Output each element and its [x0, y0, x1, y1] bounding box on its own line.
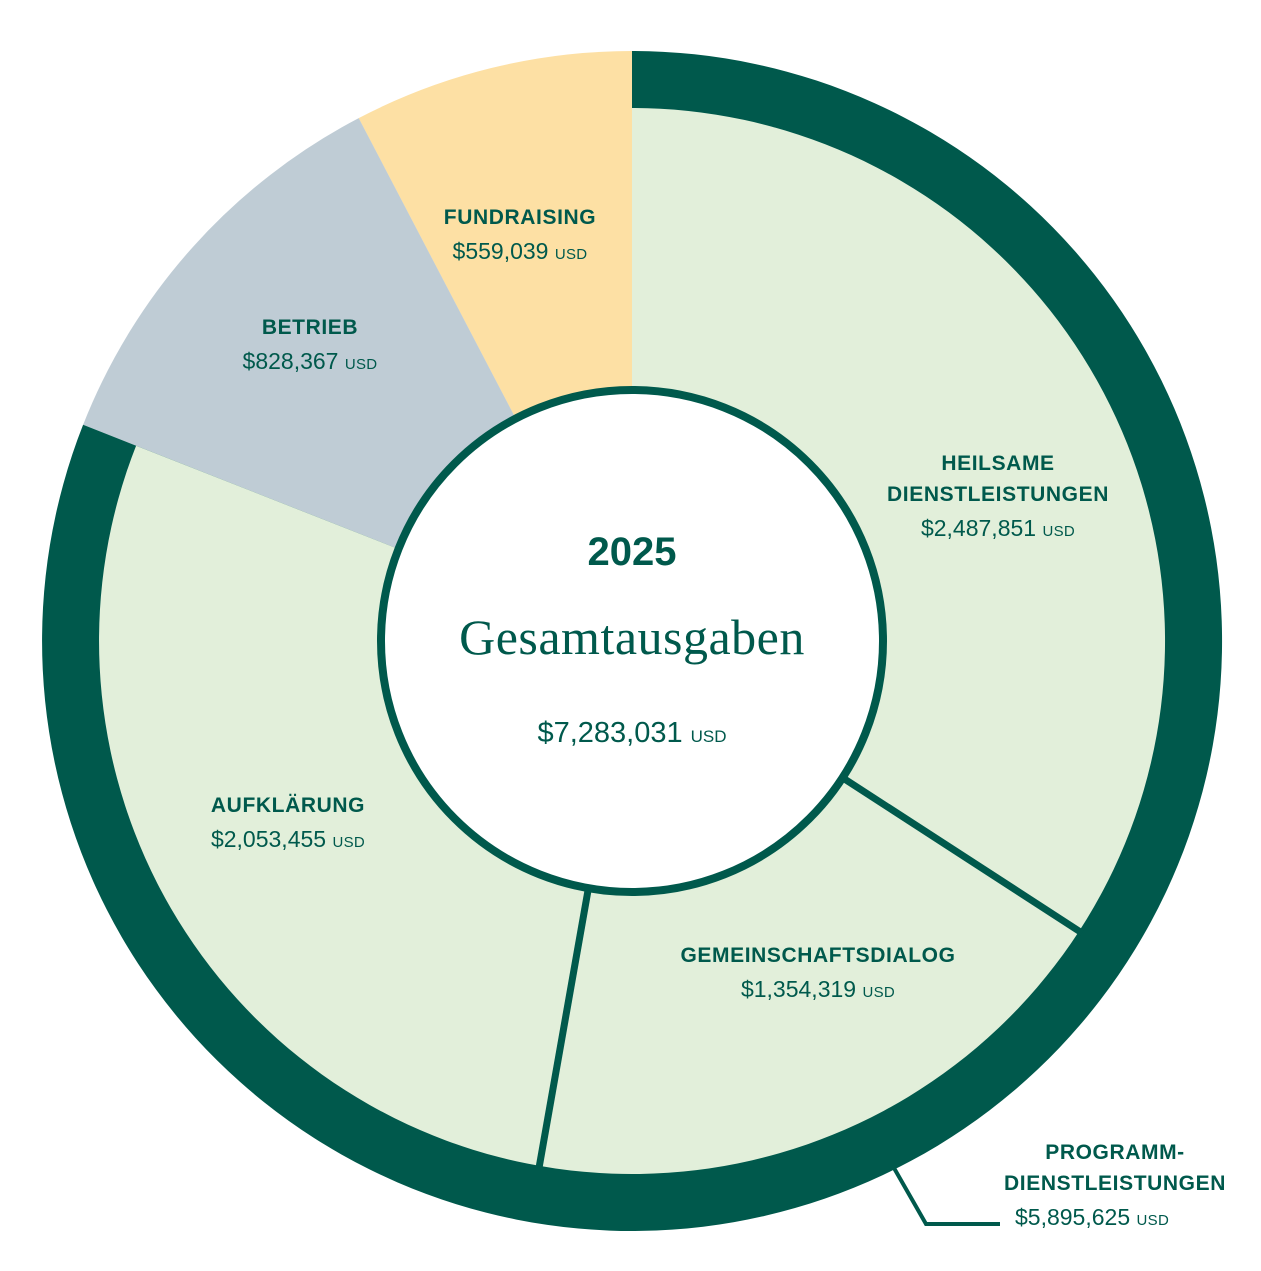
amount-value: $5,895,625: [1015, 1204, 1131, 1230]
label-fundraising: FUNDRAISING $559,039 USD: [400, 202, 640, 273]
segment-amount: $559,039 USD: [400, 233, 640, 273]
divider-gemeinschaft-aufklaerung: [535, 887, 592, 1169]
total-amount: $7,283,031: [537, 717, 683, 749]
segment-name: AUFKLÄRUNG: [210, 794, 366, 817]
amount-currency: USD: [332, 834, 366, 851]
segment-amount: $828,367 USD: [190, 343, 430, 383]
total-currency: USD: [690, 727, 727, 746]
group-name-line2: DIENSTLEISTUNGEN: [1004, 1172, 1226, 1195]
segment-name: BETRIEB: [261, 316, 359, 339]
center-circle: [377, 386, 887, 896]
group-name-line1: PROGRAMM-: [1045, 1141, 1185, 1164]
amount-value: $559,039: [452, 238, 549, 264]
amount-value: $2,487,851: [920, 515, 1037, 541]
amount-currency: USD: [554, 246, 588, 263]
center-year: 2025: [587, 530, 677, 574]
segment-name: GEMEINSCHAFTSDIALOG: [680, 944, 956, 967]
segment-name: FUNDRAISING: [443, 206, 597, 229]
segment-name-line1: HEILSAME: [941, 452, 1055, 475]
program-leader-line: [892, 1167, 1000, 1226]
amount-value: $828,367: [242, 348, 339, 374]
group-amount: $5,895,625 USD: [965, 1199, 1261, 1239]
label-gemeinschaftsdialog: GEMEINSCHAFTSDIALOG $1,354,319 USD: [638, 940, 998, 1011]
segment-amount: $1,354,319 USD: [638, 971, 998, 1011]
center-total: $7,283,031 USD: [432, 717, 832, 750]
amount-value: $1,354,319: [740, 976, 857, 1002]
amount-value: $2,053,455: [210, 826, 327, 852]
segment-amount: $2,487,851 USD: [848, 510, 1148, 550]
label-aufklaerung: AUFKLÄRUNG $2,053,455 USD: [168, 790, 408, 861]
divider-heilsame-gemeinschaft: [840, 774, 1084, 936]
amount-currency: USD: [1042, 523, 1076, 540]
amount-currency: USD: [1136, 1212, 1170, 1229]
label-heilsame-dienstleistungen: HEILSAME DIENSTLEISTUNGEN $2,487,851 USD: [848, 448, 1148, 550]
label-programmdienstleistungen: PROGRAMM- DIENSTLEISTUNGEN $5,895,625 US…: [965, 1137, 1261, 1239]
segment-amount: $2,053,455 USD: [168, 821, 408, 861]
amount-currency: USD: [344, 356, 378, 373]
label-betrieb: BETRIEB $828,367 USD: [190, 312, 430, 383]
center-title: Gesamtausgaben: [459, 609, 805, 665]
amount-currency: USD: [862, 984, 896, 1001]
segment-name-line2: DIENSTLEISTUNGEN: [887, 483, 1109, 506]
